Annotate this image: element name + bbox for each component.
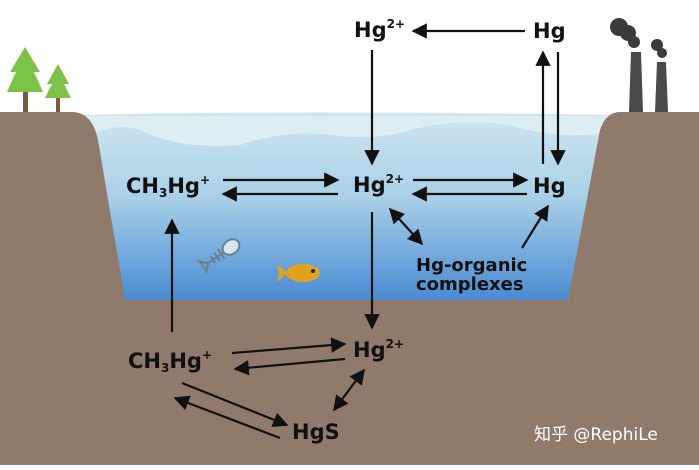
atmosphere-hg2-label: Hg2+	[354, 17, 406, 42]
sediment-ground	[0, 112, 699, 465]
water-surface-waves	[82, 116, 610, 146]
factory-icon	[629, 52, 668, 112]
water-hg2-label: Hg2+	[353, 172, 405, 197]
arrow-sed-hg2-to-mehg	[233, 357, 346, 376]
sediment-hgs-label: HgS	[292, 420, 340, 444]
arrow-mehg-to-hgs	[181, 381, 289, 428]
fish-icon	[277, 264, 320, 282]
arrows	[164, 23, 566, 440]
watermark: 知乎 @RephiLe	[534, 425, 658, 445]
water-hg-label: Hg	[533, 174, 566, 198]
arrow-sed-mehg-to-hg2	[231, 337, 347, 355]
atmosphere-hg-label: Hg	[533, 19, 566, 43]
arrow-hgs-to-mehg	[173, 395, 281, 440]
arrow-hg2-organic	[388, 207, 424, 246]
sediment-methylmercury-label: CH3Hg+	[128, 348, 213, 375]
arrow-sed-hg2-hgs	[333, 368, 365, 412]
water-methylmercury-label: CH3Hg+	[126, 173, 211, 200]
tree-icon	[45, 64, 71, 112]
fish-skeleton-icon	[197, 238, 241, 274]
sediment-hg2-label: Hg2+	[353, 337, 405, 362]
arrow-organic-to-hg	[521, 204, 549, 249]
hg-organic-complexes-label: Hg-organic complexes	[416, 255, 528, 295]
smoke-icon	[610, 18, 667, 58]
tree-icon	[7, 47, 43, 112]
water-body	[80, 112, 610, 300]
